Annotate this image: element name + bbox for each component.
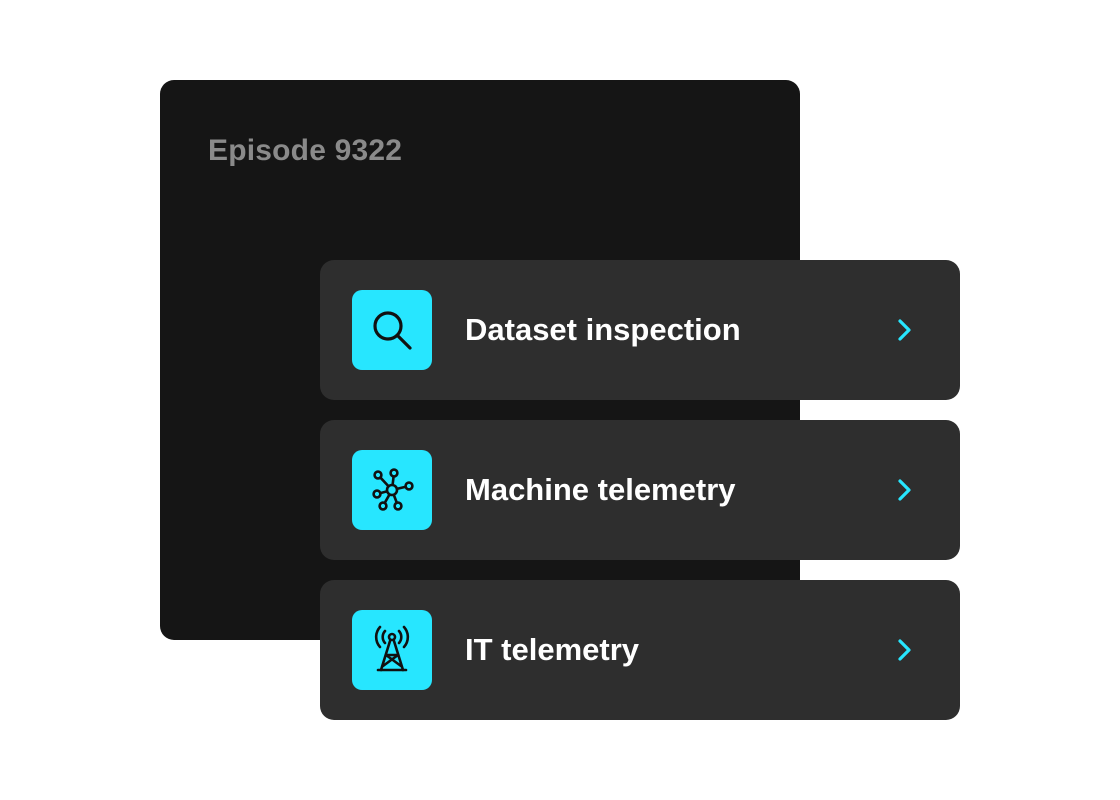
search-icon xyxy=(352,290,432,370)
radio-tower-icon xyxy=(352,610,432,690)
network-nodes-icon xyxy=(352,450,432,530)
episode-title: Episode 9322 xyxy=(208,134,403,167)
menu-item-label: Dataset inspection xyxy=(465,312,741,347)
chevron-right-icon xyxy=(898,319,911,341)
menu-item-label: Machine telemetry xyxy=(465,472,736,507)
chevron-right-icon xyxy=(898,479,911,501)
menu-item-label: IT telemetry xyxy=(465,632,640,667)
chevron-right-icon xyxy=(898,639,911,661)
menu-item-machine-telemetry[interactable]: Machine telemetry xyxy=(320,420,960,560)
menu-item-dataset-inspection[interactable]: Dataset inspection xyxy=(320,260,960,400)
telemetry-menu: Dataset inspection xyxy=(320,260,960,740)
menu-item-it-telemetry[interactable]: IT telemetry xyxy=(320,580,960,720)
